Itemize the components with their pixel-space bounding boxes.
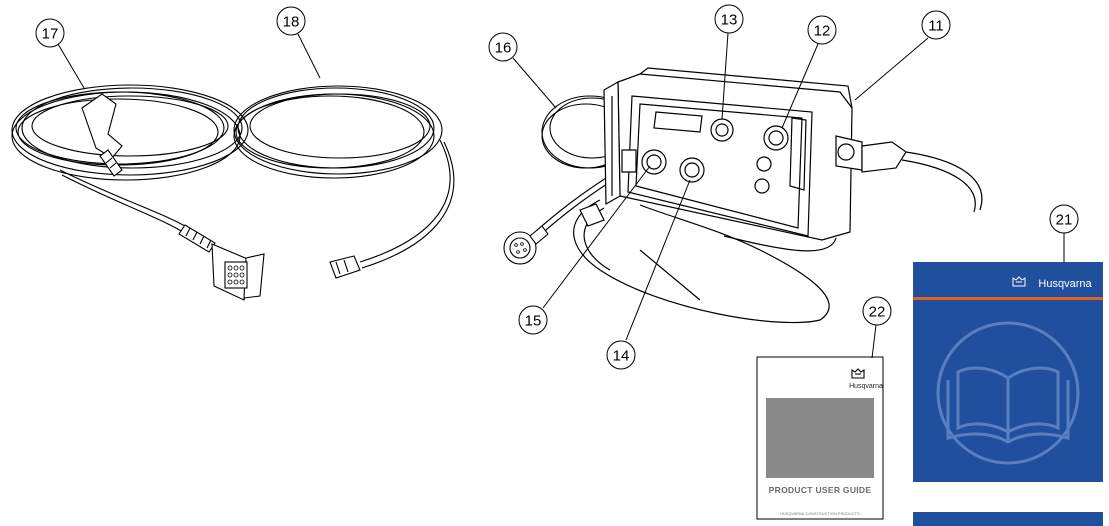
svg-text:17: 17 xyxy=(42,26,59,43)
guide-grey-panel xyxy=(766,398,874,478)
callout-17: 17 xyxy=(35,18,65,48)
svg-text:15: 15 xyxy=(525,313,542,330)
callout-21: 21 xyxy=(1049,204,1079,234)
svg-text:16: 16 xyxy=(495,40,512,57)
svg-text:21: 21 xyxy=(1056,212,1073,229)
manual-orange-stripe xyxy=(913,297,1103,300)
book-icon xyxy=(936,321,1080,465)
svg-text:12: 12 xyxy=(814,23,831,40)
guide-title: PRODUCT USER GUIDE xyxy=(769,485,872,495)
callout-13: 13 xyxy=(714,4,744,34)
svg-text:13: 13 xyxy=(721,12,738,29)
callout-16: 16 xyxy=(488,32,518,62)
cable-16 xyxy=(503,95,639,265)
svg-text:11: 11 xyxy=(928,18,944,35)
product-user-guide: Husqvarna PRODUCT USER GUIDE HUSQVARNA C… xyxy=(756,356,884,520)
callout-22: 22 xyxy=(862,296,892,326)
husqvarna-logo-icon xyxy=(851,368,865,379)
guide-subtitle: HUSQVARNA CONSTRUCTION PRODUCTS xyxy=(780,512,860,516)
husqvarna-logo-icon-manual xyxy=(1012,276,1026,287)
cable-17 xyxy=(11,84,265,301)
manual-white-band xyxy=(913,482,1103,512)
svg-text:22: 22 xyxy=(869,304,886,321)
guide-brand: Husqvarna xyxy=(849,383,883,390)
callout-18: 18 xyxy=(276,6,306,36)
callout-12: 12 xyxy=(807,15,837,45)
svg-text:18: 18 xyxy=(283,14,300,31)
manual-brand: Husqvarna xyxy=(1038,278,1092,290)
callout-11: 11 xyxy=(921,10,951,40)
cable-18 xyxy=(233,85,455,279)
callout-14: 14 xyxy=(606,340,636,370)
control-unit xyxy=(573,67,983,324)
operators-manual: Husqvarna xyxy=(913,262,1103,526)
callout-leaders xyxy=(57,32,1065,359)
svg-text:14: 14 xyxy=(613,348,630,365)
callout-15: 15 xyxy=(518,305,548,335)
